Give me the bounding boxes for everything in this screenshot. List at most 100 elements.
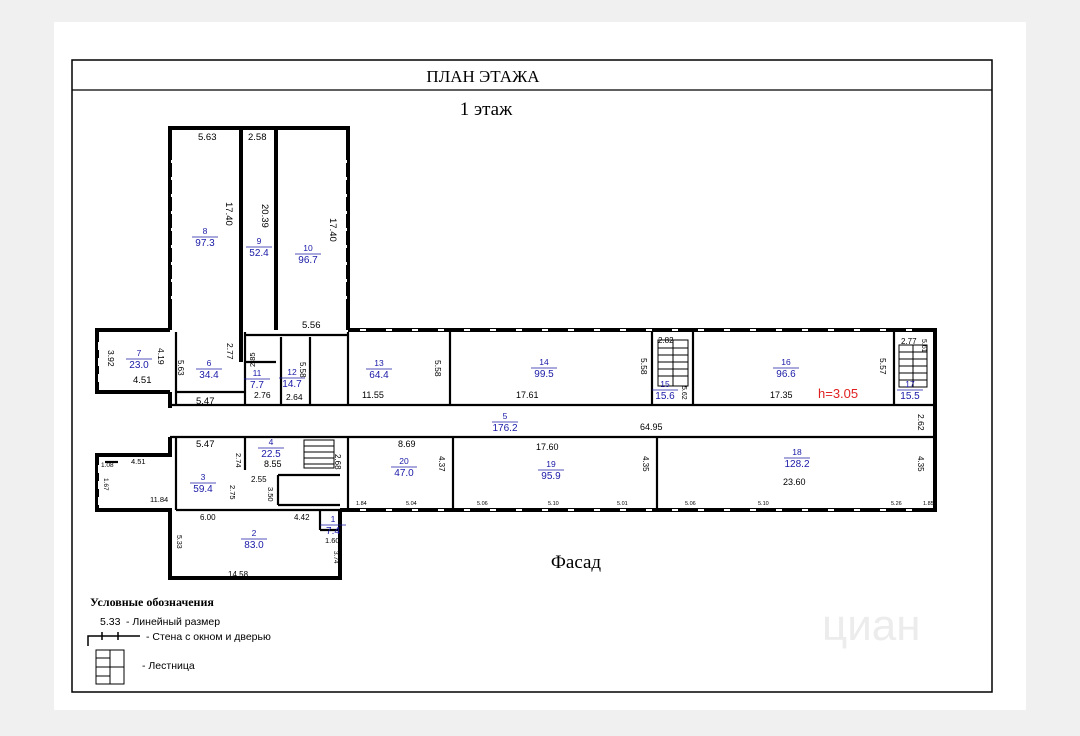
dimension-label: 5.10	[548, 501, 559, 507]
dimension-label: 3.74	[332, 551, 339, 564]
dimension-label: 5.58	[298, 362, 307, 378]
dimension-label: 8.55	[264, 459, 282, 469]
dimension-label: 4.42	[294, 513, 310, 522]
room-number: 12	[287, 367, 297, 377]
room-number: 16	[781, 357, 791, 367]
dimension-label: 3.92	[106, 350, 116, 367]
dimension-label: 2.76	[254, 390, 271, 400]
room-area: 96.6	[776, 369, 796, 380]
legend-item-dimension: - Линейный размер	[126, 616, 220, 628]
room-number: 15	[660, 379, 670, 389]
dimension-label: 17.60	[536, 442, 559, 452]
dimension-label: 6.00	[200, 513, 216, 522]
room-area: 96.7	[298, 255, 318, 266]
room-labels: 17.4283.0359.4422.55176.2634.4723.0897.3…	[126, 226, 923, 551]
window-marks	[98, 160, 930, 511]
room-area: 128.2	[784, 459, 809, 470]
room-number: 1	[331, 514, 336, 524]
plan-title: ПЛАН ЭТАЖА	[426, 67, 540, 86]
dimension-label: 2.74	[234, 453, 243, 468]
room-area: 95.9	[541, 471, 561, 482]
room-area: 7.7	[250, 380, 264, 391]
dimension-label: 1.08	[101, 462, 114, 469]
dimension-label: 2.68	[333, 454, 342, 470]
dimension-label: 4.35	[916, 456, 925, 472]
dimension-label: 5.47	[196, 439, 215, 450]
dimension-label: 5.26	[891, 501, 902, 507]
room-number: 6	[207, 358, 212, 368]
stair-symbol-icon	[95, 649, 125, 685]
room-number: 13	[374, 358, 384, 368]
dimension-label: 20.39	[259, 204, 270, 228]
room-number: 8	[203, 226, 208, 236]
room-area: 34.4	[199, 370, 219, 381]
room-number: 7	[137, 348, 142, 358]
inner-walls	[105, 332, 935, 532]
dimension-label: 5.47	[196, 396, 215, 407]
dimension-label: 17.35	[770, 390, 793, 400]
room-area: 99.5	[534, 369, 554, 380]
stair-icons	[303, 339, 928, 469]
dimension-label: 5.62	[680, 386, 687, 400]
room-number: 11	[253, 368, 262, 378]
legend-item-stairs: - Лестница	[142, 660, 195, 672]
floor-label: 1 этаж	[460, 99, 513, 120]
dimension-label: 11.55	[362, 390, 384, 400]
dimension-label: 3.50	[266, 487, 275, 502]
legend-sample-dimension: 5.33	[100, 616, 121, 628]
dimension-label: 2.75	[228, 485, 237, 500]
room-area: 14.7	[282, 379, 302, 390]
dimension-label: 64.95	[640, 422, 663, 432]
dimension-label: 2.82	[658, 336, 674, 345]
dimension-label: 5.57	[878, 358, 888, 375]
title-frame	[71, 59, 993, 693]
dimension-label: 4.37	[437, 456, 446, 472]
dimension-label: 5.63	[176, 360, 185, 376]
room-area: 59.4	[193, 484, 213, 495]
room-number: 14	[539, 357, 549, 367]
dimension-label: 5.06	[685, 501, 696, 507]
dimension-label: 1.84	[356, 501, 367, 507]
room-number: 9	[257, 236, 262, 246]
room-number: 10	[303, 243, 313, 253]
dimension-label: 4.35	[641, 456, 650, 472]
room-area: 22.5	[261, 449, 281, 460]
room-area: 23.0	[129, 360, 149, 371]
dimension-label: 2.64	[286, 392, 303, 402]
watermark: циан	[822, 601, 921, 650]
room-number: 19	[546, 459, 556, 469]
plan-sheet: ПЛАН ЭТАЖА 1 этаж	[54, 22, 1026, 710]
room-number: 5	[503, 411, 508, 421]
dimension-label: 5.33	[175, 535, 182, 549]
dimension-label: 4.19	[156, 348, 166, 365]
dimension-label: 2.85	[248, 352, 257, 367]
facade-label: Фасад	[551, 552, 602, 573]
dimension-label: 4.51	[131, 457, 146, 466]
room-area: 15.5	[900, 391, 920, 402]
dimension-label: 1.60	[325, 536, 340, 545]
dimension-label: 5.10	[758, 501, 769, 507]
room-area: 176.2	[492, 423, 517, 434]
dimension-label: 5.61	[920, 339, 927, 353]
wall-symbol-icon	[87, 632, 140, 646]
room-number: 20	[399, 456, 409, 466]
dimension-label: 17.40	[223, 202, 234, 226]
floor-plan-drawing: ПЛАН ЭТАЖА 1 этаж	[71, 59, 993, 693]
room-area: 52.4	[249, 248, 269, 259]
dimension-label: 2.55	[251, 475, 267, 484]
dimension-label: 11.84	[150, 495, 168, 504]
dimension-label: 23.60	[783, 477, 806, 487]
dimension-labels: 5.63 2.58 17.40 20.39 17.40 5.56 3.92 4.…	[101, 132, 934, 579]
dimension-label: 2.77	[901, 337, 917, 346]
ceiling-height-label: h=3.05	[818, 386, 858, 401]
dimension-label: 5.04	[406, 501, 417, 507]
room-number: 4	[269, 437, 274, 447]
dimension-label: 1.67	[102, 478, 109, 491]
dimension-label: 5.56	[302, 320, 321, 331]
legend-title: Условные обозначения	[90, 595, 214, 609]
dimension-label: 4.51	[133, 375, 152, 386]
legend-item-wall: - Стена с окном и дверью	[146, 631, 271, 643]
dimension-label: 5.58	[433, 360, 443, 377]
dimension-label: 5.63	[198, 132, 217, 143]
room-area: 7.4	[326, 526, 340, 537]
